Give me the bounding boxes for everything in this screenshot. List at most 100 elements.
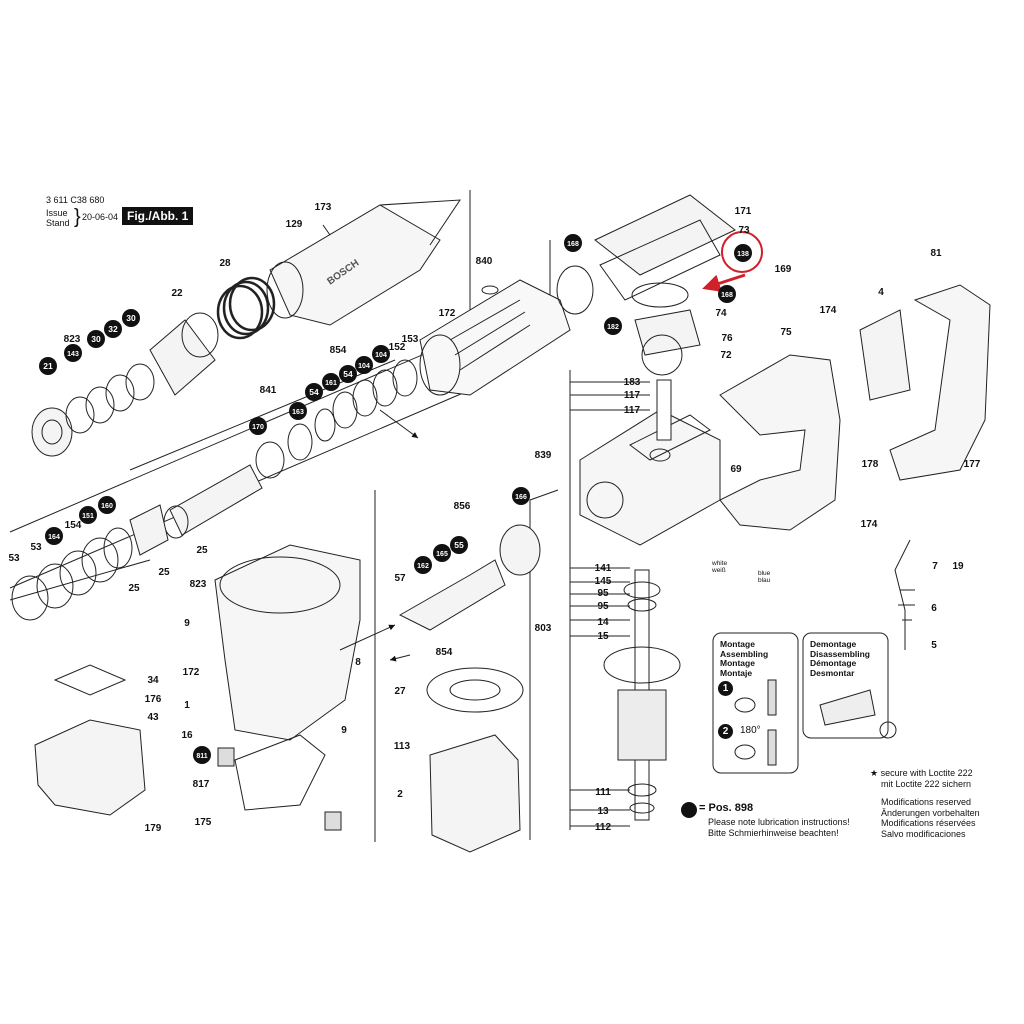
- callout-153: 153: [402, 334, 419, 345]
- stator-2: [429, 734, 521, 853]
- circled-callout-54: 54: [305, 383, 323, 401]
- callout-111: 111: [595, 787, 611, 798]
- callout-173: 173: [315, 202, 332, 213]
- circled-callout-162: 162: [414, 556, 432, 574]
- circled-callout-160: 160: [98, 496, 116, 514]
- callout-disc: [122, 309, 140, 327]
- callout-15: 15: [597, 631, 609, 642]
- clutch-856: [398, 559, 506, 631]
- callout-number: 32: [108, 324, 118, 334]
- callout-number: 55: [454, 540, 464, 550]
- callout-disc: [193, 746, 211, 764]
- callout-number: 166: [515, 494, 527, 501]
- callout-43: 43: [147, 712, 159, 723]
- montage-step-2: 2: [718, 724, 733, 739]
- montage-angle: 180°: [740, 725, 761, 736]
- callout-disc: [64, 344, 82, 362]
- callout-disc: [322, 373, 340, 391]
- callout-disc: [372, 345, 390, 363]
- circled-callout-21: 21: [39, 357, 57, 375]
- callout-856: 856: [454, 501, 471, 512]
- rear-handle-81: [889, 284, 991, 481]
- lubrication-note-en: Please note lubrication instructions!: [708, 817, 850, 827]
- callout-disc: [39, 357, 57, 375]
- circled-callout-166: 166: [512, 487, 530, 505]
- callout-53: 53: [8, 553, 20, 564]
- callout-number: 21: [43, 361, 53, 371]
- callout-5: 5: [931, 640, 937, 651]
- callout-74: 74: [715, 308, 727, 319]
- callout-1: 1: [184, 700, 190, 711]
- ring-74: [631, 282, 689, 308]
- pos-label: = Pos. 898: [699, 802, 754, 814]
- circled-callout-55: 55: [450, 536, 468, 554]
- callout-number: 143: [67, 351, 79, 358]
- callout-disc: [104, 320, 122, 338]
- callout-178: 178: [862, 459, 879, 470]
- callout-854: 854: [436, 647, 453, 658]
- fan-15: [603, 646, 681, 684]
- callout-number: 104: [358, 363, 370, 370]
- spring-28: [216, 284, 264, 340]
- callout-number: 168: [721, 292, 733, 299]
- circled-callout-165: 165: [433, 544, 451, 562]
- callout-7: 7: [932, 561, 938, 572]
- part-166: [499, 524, 541, 576]
- callout-152: 152: [389, 342, 406, 353]
- callout-disc: [87, 330, 105, 348]
- ring-30: [85, 386, 115, 424]
- doc-number: 3 611 C38 680: [46, 195, 105, 205]
- circled-callout-54: 54: [339, 365, 357, 383]
- callout-number: 54: [309, 387, 319, 397]
- ring-143: [65, 396, 95, 434]
- callout-disc: [433, 544, 451, 562]
- cable-6: [894, 539, 911, 650]
- callout-number: 163: [292, 409, 304, 416]
- base-43: [34, 719, 146, 816]
- callout-2: 2: [397, 789, 403, 800]
- callout-disc: [339, 365, 357, 383]
- callout-817: 817: [193, 779, 210, 790]
- callout-number: 138: [737, 251, 749, 258]
- montage-box: [712, 632, 799, 774]
- callout-57: 57: [394, 573, 406, 584]
- handle-cover-75: [719, 354, 841, 531]
- callout-number: 30: [91, 334, 101, 344]
- ring-53: [11, 575, 49, 621]
- highlight-arrow: [702, 273, 746, 292]
- sleeve-22: [149, 319, 216, 396]
- callout-841: 841: [260, 385, 277, 396]
- circled-callout-104: 104: [372, 345, 390, 363]
- callout-number: 30: [126, 313, 136, 323]
- callout-172: 172: [439, 308, 456, 319]
- callout-disc: [79, 506, 97, 524]
- armature-core: [617, 689, 667, 761]
- callout-95: 95: [597, 588, 609, 599]
- circled-callout-164: 164: [45, 527, 63, 545]
- callout-34: 34: [147, 675, 159, 686]
- callout-169: 169: [775, 264, 792, 275]
- callout-117: 117: [624, 390, 641, 401]
- callout-839: 839: [535, 450, 552, 461]
- callout-disc: [414, 556, 432, 574]
- callout-183: 183: [624, 377, 641, 388]
- callout-number: 160: [101, 503, 113, 510]
- callout-14: 14: [597, 617, 609, 628]
- frame-line-f: [9, 559, 151, 601]
- callout-129: 129: [286, 219, 303, 230]
- ring-32: [105, 374, 135, 412]
- callout-number: 162: [417, 563, 429, 570]
- callout-disc: [718, 285, 736, 303]
- callout-disc: [98, 496, 116, 514]
- switch-4: [859, 309, 911, 401]
- circled-callout-811: 811: [193, 746, 211, 764]
- callout-28: 28: [219, 258, 231, 269]
- callout-112: 112: [595, 822, 612, 833]
- callout-4: 4: [878, 287, 884, 298]
- issue-label: Issue: [46, 208, 68, 218]
- striker: [169, 464, 263, 536]
